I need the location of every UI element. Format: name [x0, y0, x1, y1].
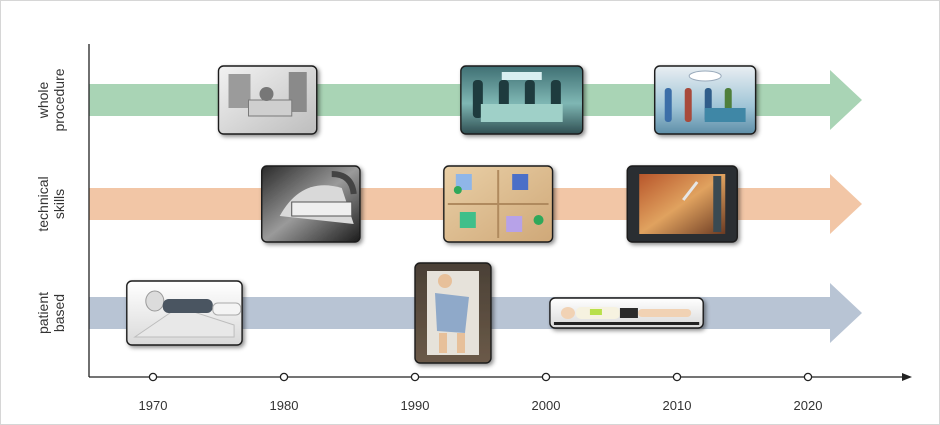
lane-label-line: procedure [51, 68, 67, 131]
thumbnail-detail [145, 290, 165, 312]
thumbnail-detail [501, 72, 542, 80]
lying-manikin-photo [126, 280, 243, 346]
thumbnail-detail [162, 299, 213, 313]
lane-label: wholeprocedure [35, 68, 67, 131]
thumbnail-detail [506, 216, 523, 232]
tick-label: 1980 [270, 398, 299, 413]
tick-label: 1990 [401, 398, 430, 413]
lane-label-line: skills [51, 189, 67, 219]
thumbnail-detail [664, 88, 672, 122]
thumbnail-detail [435, 293, 469, 333]
tick-marker [279, 372, 289, 382]
thumbnail-detail [480, 104, 563, 122]
thumbnail-detail [459, 212, 476, 228]
tick-label: 1970 [139, 398, 168, 413]
thumbnail-detail [560, 307, 575, 319]
tick-marker [803, 372, 813, 382]
laparoscopic-task-grid [443, 165, 554, 243]
vr-laparoscopy-screen [626, 165, 738, 243]
thumbnail-detail [288, 72, 307, 112]
suturing-trainer-photo [261, 165, 361, 243]
surgical-team-photo [460, 65, 584, 135]
virtual-operating-room-render [654, 65, 757, 135]
lane-2: patientbased [35, 262, 862, 364]
thumbnail-detail [684, 88, 692, 122]
tick-marker [148, 372, 158, 382]
thumbnail-detail [533, 215, 544, 225]
lane-label-line: technical [35, 176, 51, 231]
thumbnail-detail [637, 309, 692, 317]
lane-label: technicalskills [35, 176, 67, 231]
x-axis-arrowhead [902, 373, 912, 381]
thumbnail-detail [228, 74, 251, 108]
thumbnail-detail [713, 176, 722, 232]
tick-label: 2020 [794, 398, 823, 413]
thumbnail-detail [688, 70, 722, 82]
thumbnail-detail [453, 186, 462, 194]
tick-marker [672, 372, 682, 382]
lane-label-line: patient [35, 292, 51, 334]
thumbnail-detail [553, 322, 700, 325]
thumbnail-detail [589, 309, 602, 315]
lane-label-line: whole [35, 82, 51, 120]
thumbnail-detail [512, 174, 529, 190]
thumbnail-detail [248, 99, 293, 117]
thumbnail-detail [259, 87, 274, 101]
tick-label: 2010 [663, 398, 692, 413]
thumbnail-detail [291, 201, 353, 217]
thumbnail-detail [455, 174, 472, 190]
thumbnail-detail [133, 306, 235, 338]
thumbnail-detail [704, 108, 746, 122]
thumbnail-detail [619, 308, 638, 318]
thumbnail-detail [639, 174, 726, 234]
lane-0: wholeprocedure [35, 65, 862, 135]
thumbnail-detail [439, 333, 447, 353]
thumbnail-detail [331, 171, 357, 195]
lane-label-line: based [51, 294, 67, 332]
tick-marker [541, 372, 551, 382]
patient-simulator-render [549, 297, 704, 329]
lane-1: technicalskills [35, 165, 862, 243]
tick-marker [410, 372, 420, 382]
thumbnail-detail [212, 302, 242, 316]
lane-label: patientbased [35, 292, 67, 334]
thumbnail-detail [456, 333, 465, 353]
tick-label: 2000 [532, 398, 561, 413]
thumbnail-detail [437, 274, 452, 288]
thumbnail-detail [682, 181, 699, 201]
early-operating-room-photo [217, 65, 318, 135]
thumbnail-detail [472, 80, 483, 118]
full-body-manikin-photo [414, 262, 492, 364]
